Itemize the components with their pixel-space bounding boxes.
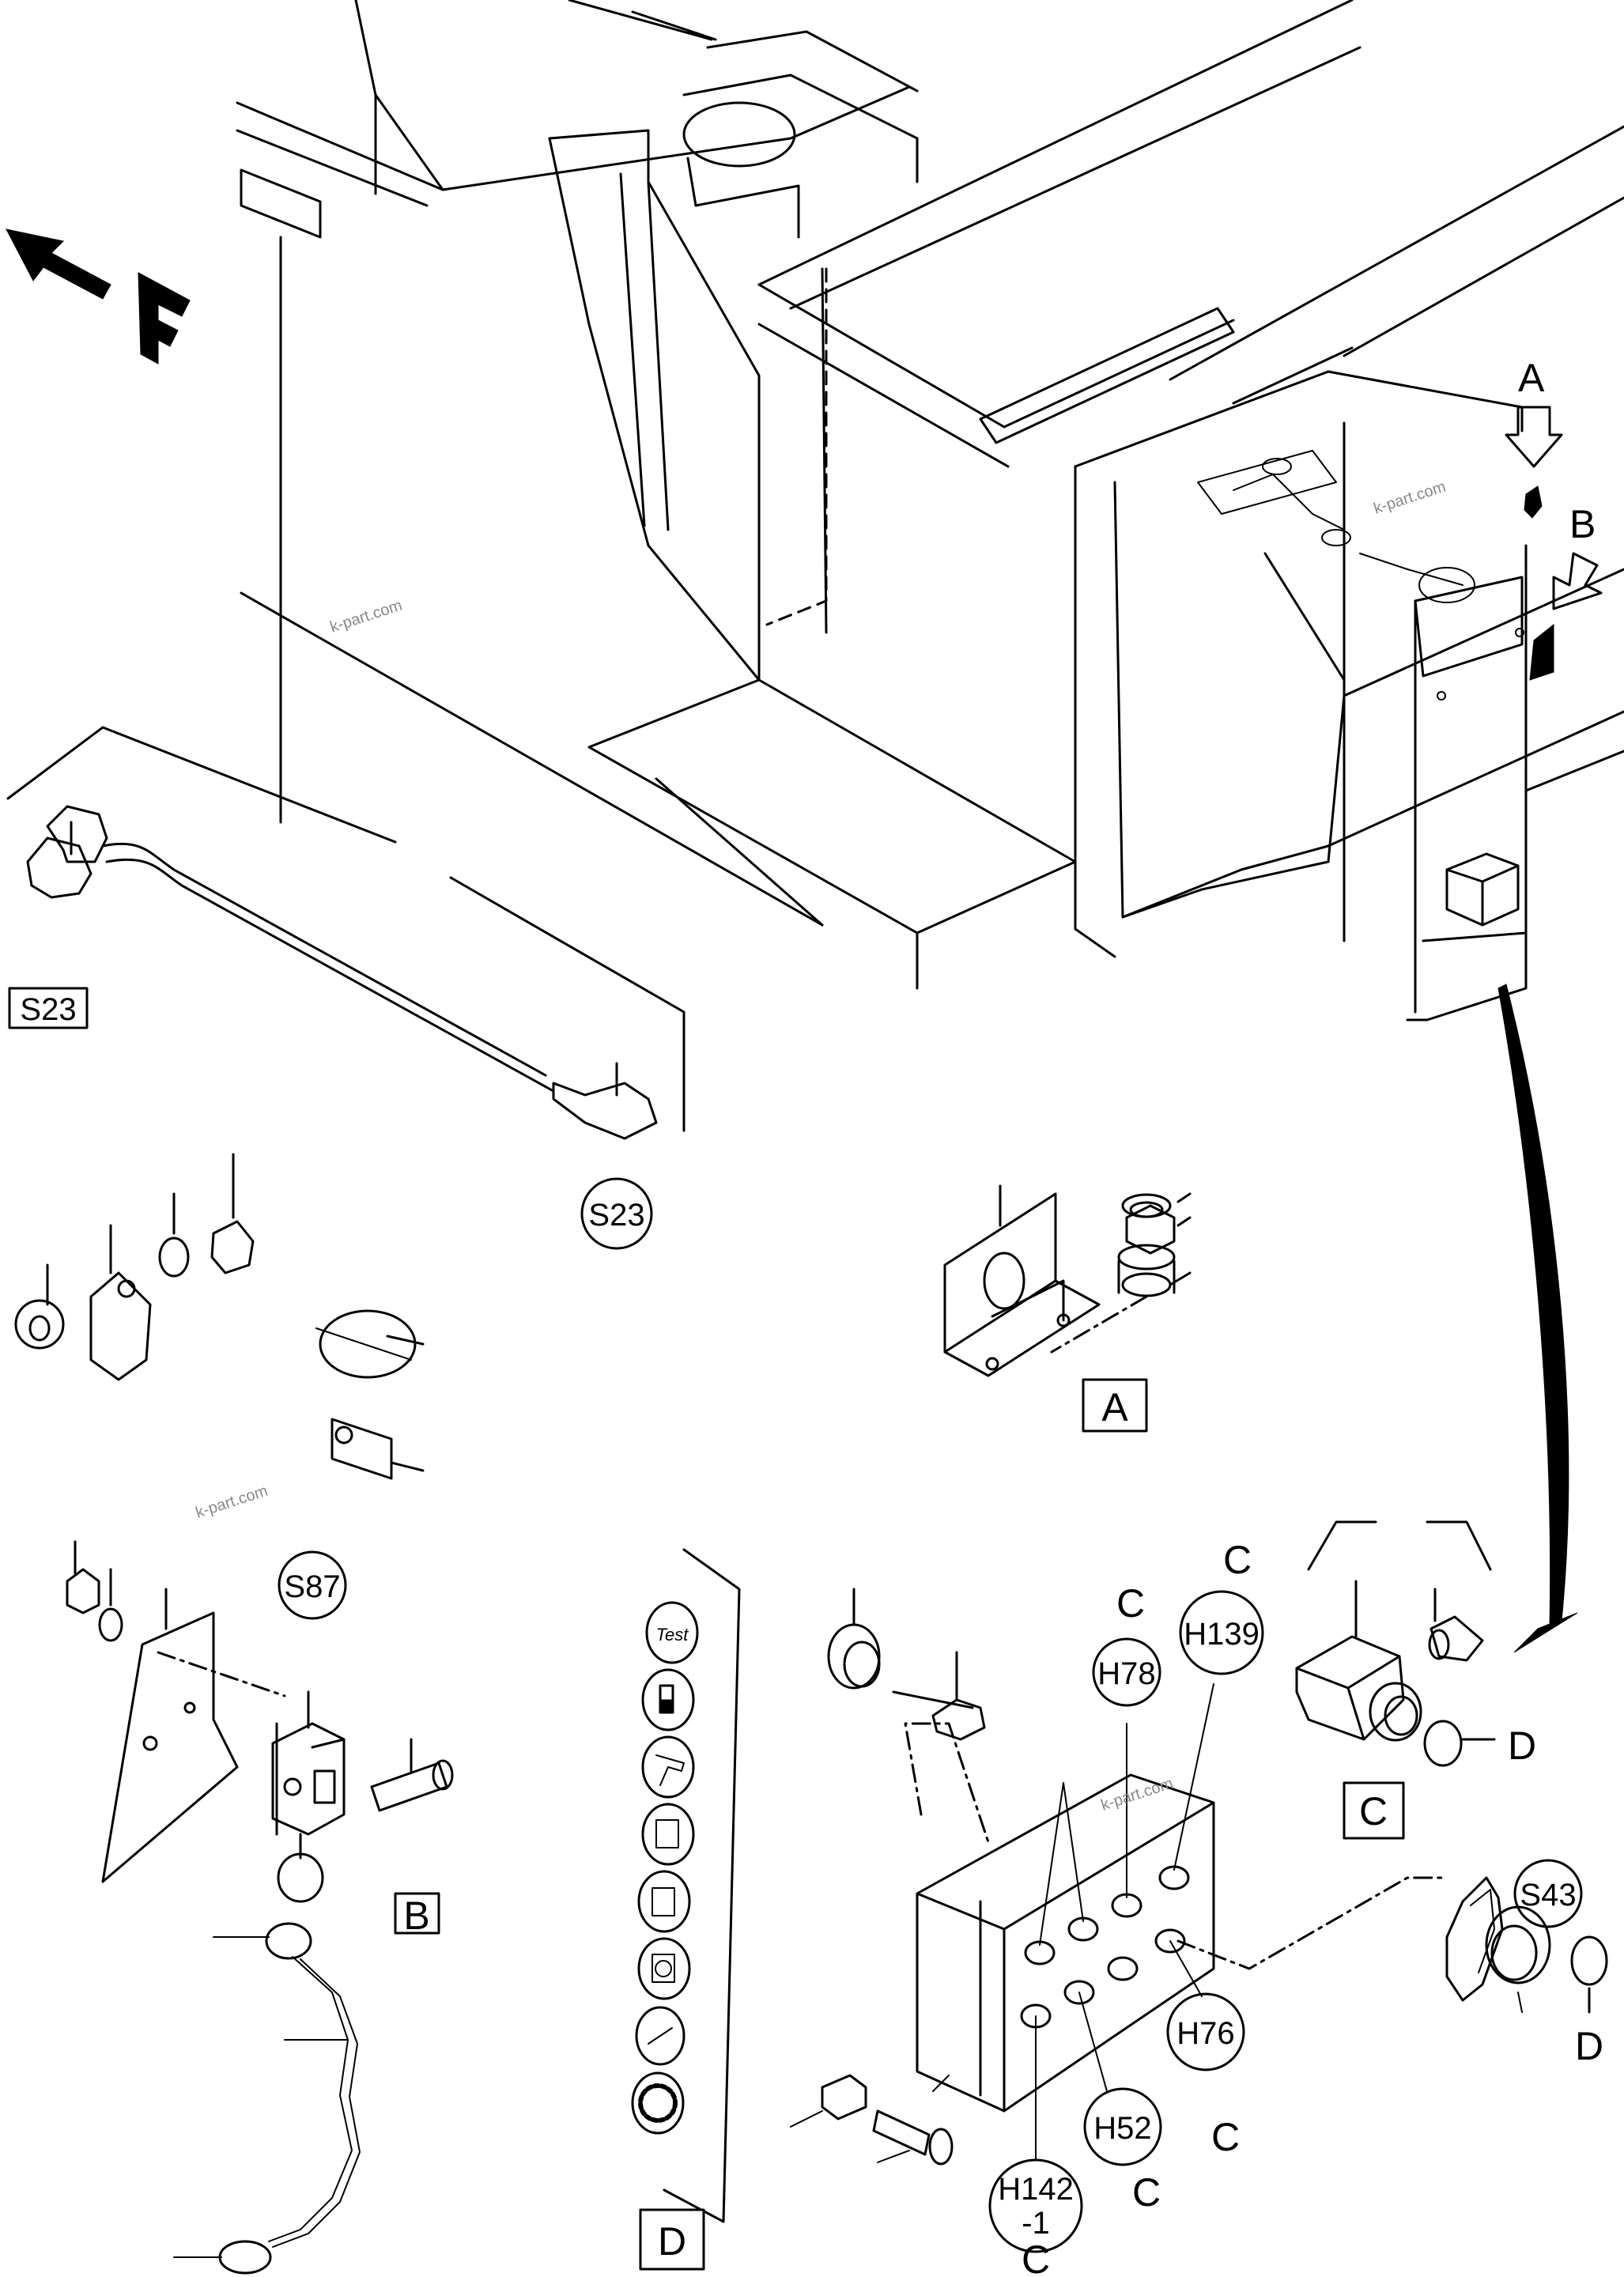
f-letter-mark [138,272,191,364]
switch-s43: S43 D [1445,1859,1608,2068]
indicator-lamp-icon [637,1870,691,1933]
lamp-box: H78 H139 H76 H52 H142 -1 C C C C C [790,1538,1448,2277]
s87-callout-circle [278,1550,347,1620]
clip-hardware [14,1153,425,1480]
watermarks: k-part.com k-part.com k-part.com k-part.… [194,478,1448,1814]
d-marker-lamp: D [1508,1724,1536,1768]
h142-callout-label-line1: H142 [998,2172,1074,2207]
view-arrow-a-label: A [1518,356,1545,400]
s43-callout-circle [1513,1859,1583,1928]
view-a-label: A [1101,1385,1128,1429]
view-c-lamp-socket: D C [1295,1520,1536,1840]
h139-callout-label: H139 [1184,1617,1260,1652]
h52-callout-circle [1083,2087,1162,2166]
view-b-label: B [403,1894,429,1938]
watermark: k-part.com [328,597,405,636]
s23-callout-label: S23 [588,1198,644,1233]
view-a-box [1082,1378,1148,1433]
s43-callout-label: S43 [1520,1878,1576,1913]
view-d-panel: Test D [631,1548,741,2271]
h142-callout-circle [988,2158,1083,2253]
bar-indicator-icon [635,2006,685,2066]
h78-callout-label: H78 [1097,1656,1155,1691]
view-b-box [394,1892,440,1935]
s23-callout-circle [580,1177,653,1250]
watermark: k-part.com [1099,1775,1176,1814]
h76-callout-circle [1166,1992,1245,2071]
view-arrow-b-icon [1552,552,1603,610]
view-c-label: C [1359,1789,1388,1833]
c-marker-h76: C [1211,2115,1240,2159]
view-d-label: D [658,2219,686,2264]
gear-icon [631,2071,685,2135]
forward-arrow-icon [6,228,111,300]
forward-direction [6,228,191,364]
battery-icon [637,1937,691,2000]
view-arrow-b-label: B [1569,502,1596,546]
c-marker-h142: C [1022,2237,1050,2277]
h142-callout-label-line2: -1 [1022,2206,1050,2241]
c-marker-h78: C [1116,1581,1145,1626]
machine-frame [236,0,1624,1653]
view-arrows: A B [1505,356,1603,681]
hammer-icon [641,1735,695,1799]
view-b-switch: S87 B [66,1540,454,2275]
c-marker-h139: C [1223,1538,1252,1582]
fuel-level-icon [641,1668,695,1731]
view-arrow-a-icon [1505,406,1563,468]
view-c-box [1343,1781,1405,1840]
h76-callout-label: H76 [1176,2016,1234,2051]
warning-lamp-icon [641,1803,695,1866]
h78-callout-circle [1092,1637,1161,1707]
view-a-bracket: A [943,1184,1192,1433]
s23-label-box [8,987,89,1029]
watermark: k-part.com [194,1482,270,1522]
c-marker-h52: C [1132,2170,1161,2215]
d-marker-switch: D [1575,2024,1603,2068]
h52-callout-label: H52 [1093,2111,1151,2146]
test-symbol-label: Test [656,1625,689,1644]
sensor-s23: S23 S23 [6,726,685,1250]
view-d-box [639,2208,705,2271]
s23-box-label: S23 [20,992,76,1027]
s87-callout-label: S87 [284,1569,340,1604]
h139-callout-circle [1179,1590,1264,1675]
watermark: k-part.com [1372,478,1448,518]
